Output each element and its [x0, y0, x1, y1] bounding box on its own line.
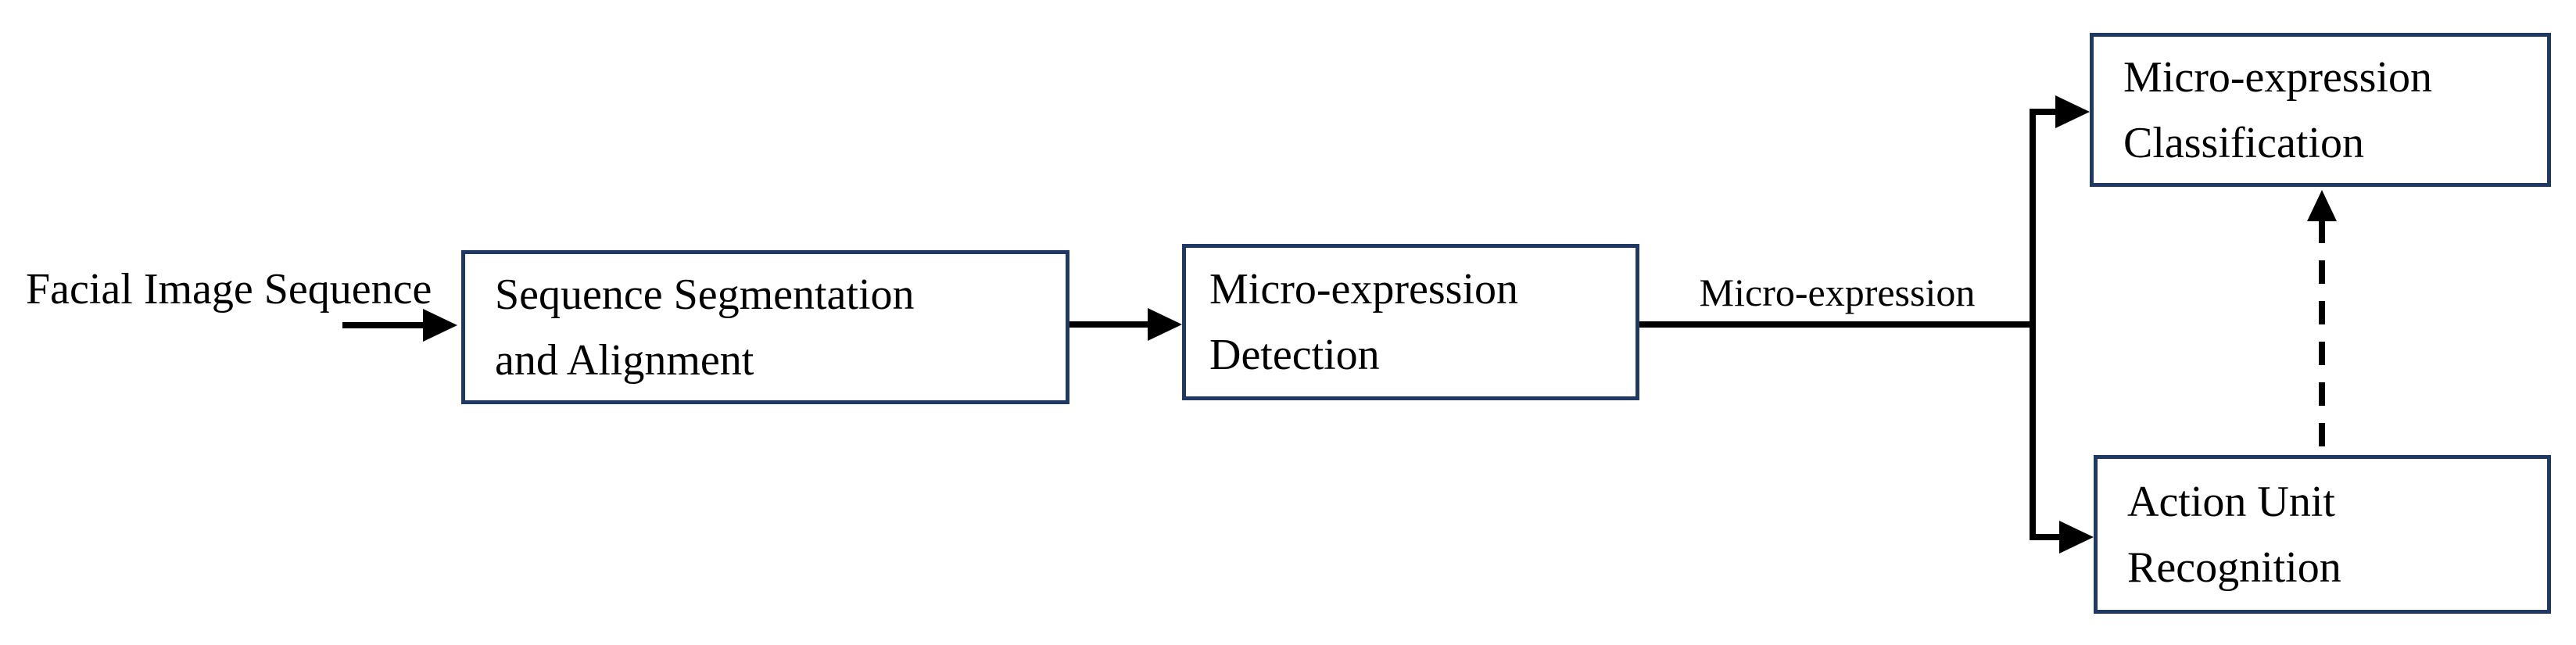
arrow-up-icon	[2307, 190, 2337, 221]
source-label-facial-image-sequence: Facial Image Sequence	[26, 256, 432, 322]
box-action-unit-recognition: Action Unit Recognition	[2094, 455, 2551, 614]
box-action-unit-line2: Recognition	[2127, 543, 2341, 592]
arrow-branch-to-action-unit-shaft	[2030, 534, 2061, 540]
arrow-right-icon	[2059, 521, 2094, 554]
source-label-line2: Sequence	[263, 265, 432, 314]
box-classification-line2: Classification	[2123, 118, 2364, 167]
box-micro-expression-classification: Micro-expression Classification	[2090, 33, 2551, 187]
arrow-segmentation-to-detection-shaft	[1069, 321, 1148, 328]
box-detection-line1: Micro-expression	[1209, 265, 1519, 314]
box-action-unit-line1: Action Unit	[2127, 477, 2335, 526]
edge-label-micro-expression: Micro-expression	[1699, 271, 1976, 314]
arrow-right-icon	[1148, 308, 1182, 341]
arrow-right-icon	[2055, 95, 2090, 128]
box-segmentation-line2: and Alignment	[495, 335, 754, 385]
connector-branch-vertical	[2030, 109, 2036, 540]
arrow-branch-to-classification-shaft	[2030, 109, 2057, 115]
box-segmentation-line1: Sequence Segmentation	[495, 270, 915, 319]
box-micro-expression-detection: Micro-expression Detection	[1182, 244, 1639, 400]
arrow-right-icon	[423, 309, 457, 342]
box-classification-line1: Micro-expression	[2123, 52, 2433, 102]
dashed-connector-action-unit-to-classification	[2319, 220, 2325, 455]
box-sequence-segmentation-alignment: Sequence Segmentation and Alignment	[461, 250, 1069, 404]
connector-detection-to-branch-horizontal	[1639, 321, 2036, 328]
source-label-line1: Facial Image	[26, 265, 253, 314]
box-detection-line2: Detection	[1209, 331, 1380, 379]
arrow-source-to-segmentation-shaft	[342, 322, 425, 328]
